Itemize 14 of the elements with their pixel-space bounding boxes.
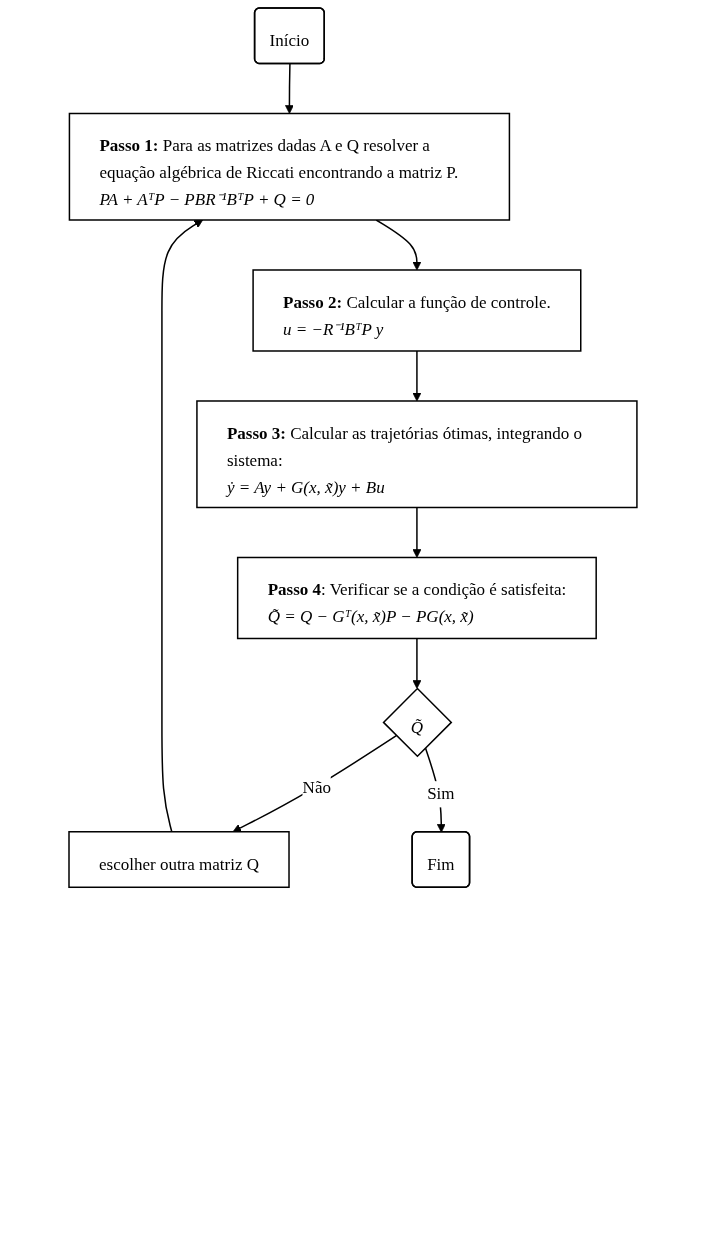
node-box: escolher outra matriz Q xyxy=(67,831,290,888)
arrow xyxy=(412,637,421,689)
node-box: Passo 1: Para as matrizes dadas A e Q resolver a equação algébrica de Riccati encontrando a matriz P. PA + AᵀP − PBR⁻¹BᵀP + Q = 0 xyxy=(68,112,510,221)
arrow xyxy=(160,219,203,833)
arrow xyxy=(412,506,421,558)
arrow xyxy=(232,734,397,833)
edge-label: Não xyxy=(302,777,331,797)
node-box: Passo 4: Verificar se a condição é satisfeita: Q̃ = Q − Gᵀ(x, x̃)P − PG(x, x̃) xyxy=(236,556,597,640)
node-box: Passo 3: Calcular as trajetórias ótimas, integrando o sistema: ẏ = Ay + G(x, x̃)y + Bu xyxy=(195,400,638,509)
node-diamond: Q̃ xyxy=(382,687,452,758)
arrow xyxy=(412,350,421,402)
arrow xyxy=(284,63,294,114)
node-box: Passo 2: Calcular a função de controle. u = −R⁻¹BᵀP y xyxy=(251,269,582,352)
edge-label: Sim xyxy=(426,784,455,804)
